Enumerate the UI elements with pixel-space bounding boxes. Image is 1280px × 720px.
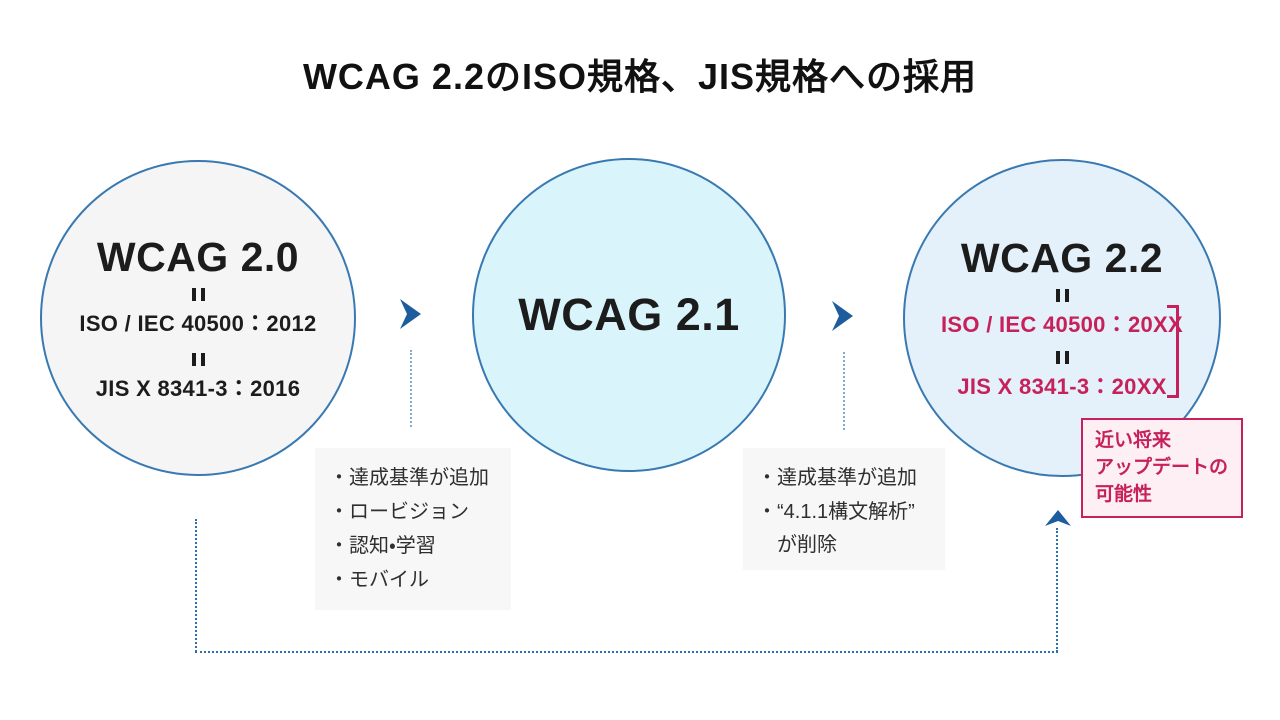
change-list: ・達成基準が追加 ・ロービジョン ・認知・学習 ・モバイル — [329, 461, 495, 597]
bullet: ・ — [329, 569, 349, 591]
list-item: ・達成基準が追加 — [329, 461, 495, 495]
wcag-2-1-label: WCAG 2.1 — [518, 289, 740, 340]
dotted-connector — [1056, 528, 1058, 652]
callout-text: 近い将来 アップデートの 可能性 — [1095, 430, 1229, 505]
equals-icon — [191, 353, 205, 366]
dotted-connector — [195, 519, 197, 652]
page-title: WCAG 2.2のISO規格、JIS規格への採用 — [302, 56, 978, 97]
circle-wcag-2-2: WCAG 2.2 ISO / IEC 40500：20XX JIS X 8341… — [903, 159, 1221, 477]
dotted-connector — [195, 651, 1058, 653]
grouping-bracket — [1167, 305, 1179, 398]
dotted-connector — [410, 350, 412, 427]
jis-standard-label: JIS X 8341-3：20XX — [957, 374, 1167, 399]
chevron-right-icon — [831, 301, 854, 336]
list-item: ・“4.1.1構文解析” が削除 — [757, 495, 929, 562]
circle-wcag-2-1: WCAG 2.1 — [472, 158, 786, 472]
bullet: ・ — [757, 467, 777, 489]
list-item: ・モバイル — [329, 563, 495, 597]
change-list: ・達成基準が追加 ・“4.1.1構文解析” が削除 — [757, 461, 929, 562]
chevron-up-icon — [1045, 510, 1071, 533]
chevron-right-icon — [399, 299, 422, 334]
equals-icon — [1055, 289, 1069, 302]
note-wcag22-changes: ・達成基準が追加 ・“4.1.1構文解析” が削除 — [743, 448, 945, 570]
bullet: ・ — [329, 535, 349, 557]
bullet: ・ — [757, 501, 777, 523]
bullet: ・ — [329, 467, 349, 489]
note-wcag21-changes: ・達成基準が追加 ・ロービジョン ・認知・学習 ・モバイル — [315, 448, 511, 610]
list-item: ・達成基準が追加 — [757, 461, 929, 495]
iso-standard-label: ISO / IEC 40500：20XX — [940, 312, 1184, 337]
list-item: ・ロービジョン — [329, 495, 495, 529]
list-item: ・認知・学習 — [329, 529, 495, 563]
equals-icon — [191, 288, 205, 301]
wcag-2-0-label: WCAG 2.0 — [96, 234, 300, 280]
jis-standard-label: JIS X 8341-3：2016 — [95, 376, 301, 401]
equals-icon — [1055, 351, 1069, 364]
bullet: ・ — [329, 501, 349, 523]
dotted-connector — [843, 352, 845, 430]
circle-wcag-2-0: WCAG 2.0 ISO / IEC 40500：2012 JIS X 8341… — [40, 160, 356, 476]
wcag-2-2-label: WCAG 2.2 — [960, 235, 1164, 281]
iso-standard-label: ISO / IEC 40500：2012 — [79, 311, 317, 336]
callout-future-update: 近い将来 アップデートの 可能性 — [1081, 418, 1243, 518]
